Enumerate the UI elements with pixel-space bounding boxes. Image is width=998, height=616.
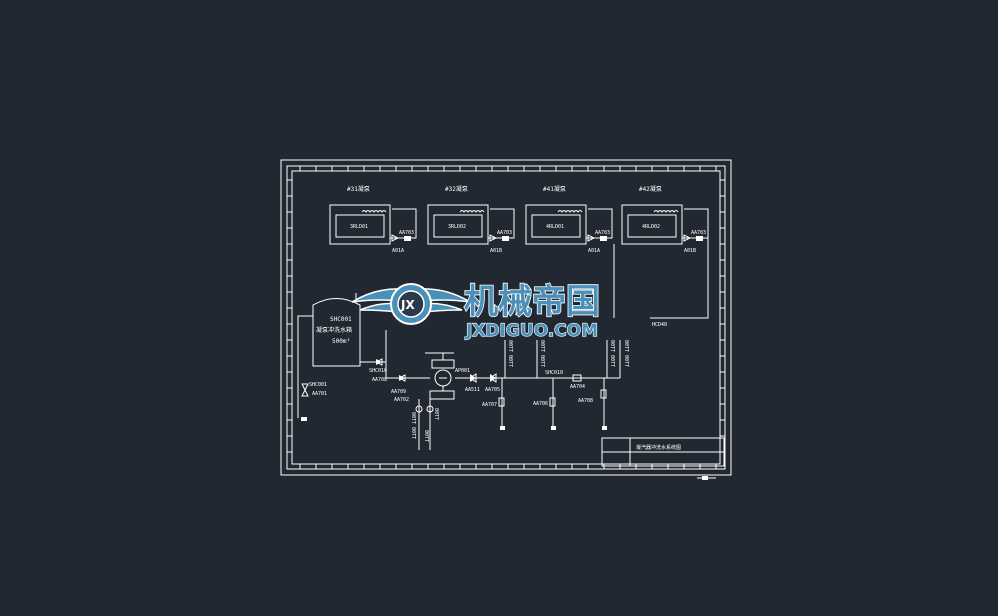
pump-id: 4RLD01 — [546, 224, 564, 230]
pump-pipe-label: A01A — [588, 248, 600, 254]
pump-pipe-label: A01B — [490, 248, 502, 254]
label-aa705: AA705 — [485, 387, 500, 393]
pump-title: #31凝泵 — [347, 185, 370, 193]
tank-volume: 500m³ — [332, 338, 350, 345]
label-aa709: AA709 — [391, 389, 406, 395]
vertical-labels: 00TT 00TT 00TT 00TT 00TT 00TT 00TT 00TT … — [410, 340, 629, 442]
pump-title: #41凝泵 — [543, 185, 566, 193]
pump-title: #32凝泵 — [445, 185, 468, 193]
label-aa704: AA704 — [570, 384, 585, 390]
label-shc001-valve: SHC001 — [309, 382, 327, 388]
label-aa702: AA702 — [394, 397, 409, 403]
vert-label-low-1: 00TT — [423, 430, 429, 442]
vert-label-2: 00TT 00TT — [539, 340, 545, 367]
label-aa706: AA706 — [533, 401, 548, 407]
label-aa708: AA708 — [372, 377, 387, 383]
pump-valve-label: AA703 — [691, 230, 706, 236]
label-shc010-right: SHC010 — [545, 370, 563, 376]
label-aa511: AA511 — [465, 387, 480, 393]
vert-label-4: 00TT 00TT — [623, 340, 629, 367]
watermark-logo: JX 机械帝国 JXDIGUO.COM — [351, 281, 601, 342]
vert-label-5: 00TT 00TT — [410, 412, 416, 439]
pump-valve-label: AA703 — [399, 230, 414, 236]
pump-valve-label: AA703 — [497, 230, 512, 236]
tank-name: 凝泵冲洗水箱 — [316, 326, 352, 334]
label-ap001: AP001 — [455, 368, 470, 374]
pump-title: #42凝泵 — [639, 185, 662, 193]
label-aa707: AA707 — [482, 402, 497, 408]
pump-id: 3RLD01 — [350, 224, 368, 230]
label-aa708-right: AA708 — [578, 398, 593, 404]
pump-valve-label: AA703 — [595, 230, 610, 236]
valve-labels: SHC001 AA701 SHC010 AA708 AA709 AA702 AP… — [309, 322, 667, 408]
pump-id: 4RLD02 — [642, 224, 660, 230]
label-shc010-left: SHC010 — [369, 368, 387, 374]
pump-pipe-label: A01B — [684, 248, 696, 254]
logo-badge: JX — [400, 298, 415, 312]
logo-cn-text: 机械帝国 — [464, 282, 600, 322]
vert-label-1: 00TT 00TT — [507, 340, 513, 367]
tank-label-group: SHC001 凝泵冲洗水箱 500m³ — [316, 316, 352, 345]
logo-en-text: JXDIGUO.COM — [465, 321, 598, 341]
pump-id: 3RLD02 — [448, 224, 466, 230]
tank-id: SHC001 — [330, 316, 352, 323]
title-block: 凝汽器冲洗水系统图 — [601, 437, 725, 480]
title-block-text: 凝汽器冲洗水系统图 — [636, 444, 681, 451]
label-hcd40: HCD40 — [652, 322, 667, 328]
piping — [297, 209, 709, 450]
vert-label-3: 00TT 00TT — [609, 340, 615, 367]
vert-label-low-2: 00TT — [433, 408, 439, 420]
drawing-frame — [280, 159, 732, 476]
pump-pipe-label: A01A — [392, 248, 404, 254]
label-aa701: AA701 — [312, 391, 327, 397]
